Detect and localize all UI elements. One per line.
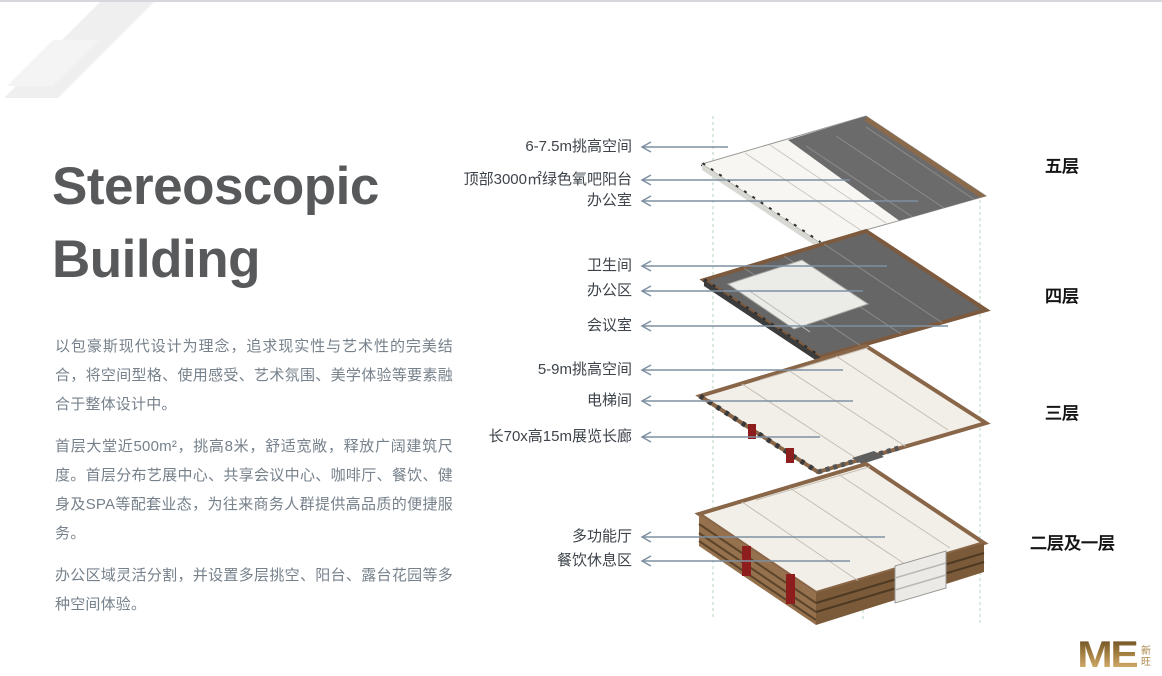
floor-label-4: 四层 [1045, 287, 1079, 306]
floor-5-plate [700, 115, 988, 249]
floor-1-2-block [694, 461, 989, 625]
callout-headroom-5-9: 5-9m挑高空间 [537, 361, 632, 378]
top-border-line [0, 0, 1162, 2]
callout-oxygen-balcony: 顶部3000㎡绿色氧吧阳台 [463, 171, 632, 188]
callout-office-room: 办公室 [586, 192, 632, 209]
floor-4-plate [699, 228, 991, 363]
page-title: Stereoscopic Building [52, 150, 379, 296]
floor-3-plate [695, 343, 991, 475]
logo-me-text: ME [1076, 633, 1139, 675]
logo-chinese-characters: 新旺 [1141, 646, 1151, 668]
body-text-block: 以包豪斯现代设计为理念，追求现实性与艺术性的完美结合，将空间型格、使用感受、艺术… [55, 332, 453, 632]
callout-restroom: 卫生间 [586, 257, 632, 274]
brand-logo: ME 新旺 [1077, 635, 1153, 673]
title-line-1: Stereoscopic [52, 157, 379, 216]
floor-label-3: 三层 [1045, 404, 1079, 423]
callout-elevator: 电梯间 [586, 392, 632, 409]
paragraph-ground-floor: 首层大堂近500m²，挑高8米，舒适宽敞，释放广阔建筑尺度。首层分布艺展中心、共… [55, 438, 453, 542]
callout-exhibition-gallery: 长70x高15m展览长廊 [488, 428, 632, 445]
paragraph-office-area: 办公区域灵活分割，并设置多层挑空、阳台、露台花园等多种空间体验。 [55, 567, 453, 613]
callout-office-area: 办公区 [586, 282, 632, 299]
paragraph-design-concept: 以包豪斯现代设计为理念，追求现实性与艺术性的完美结合，将空间型格、使用感受、艺术… [55, 338, 453, 413]
title-line-2: Building [52, 230, 260, 290]
callout-headroom-6-75: 6-7.5m挑高空间 [525, 138, 632, 155]
callout-multifunction-hall: 多功能厅 [571, 528, 632, 545]
floor-label-1-2: 二层及一层 [1030, 534, 1115, 553]
floor-label-5: 五层 [1045, 157, 1079, 176]
callout-dining-lounge: 餐饮休息区 [556, 552, 632, 569]
callout-meeting-room: 会议室 [586, 317, 632, 334]
vertical-guide-lines [712, 116, 981, 624]
callout-arrows [640, 141, 948, 567]
